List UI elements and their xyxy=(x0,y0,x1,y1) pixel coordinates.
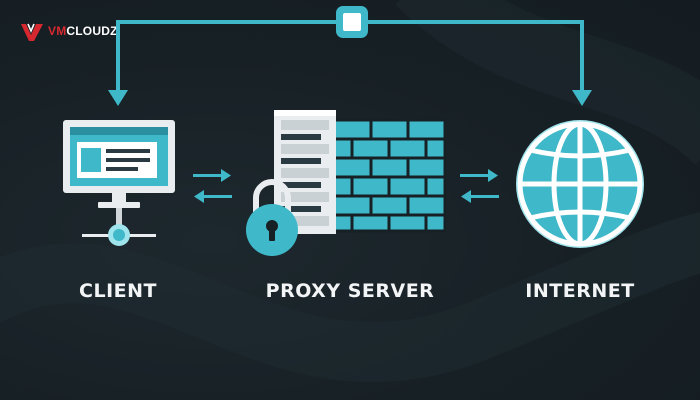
monitor-icon xyxy=(63,120,175,246)
arrow-down-client-icon xyxy=(108,90,128,106)
exchange-arrows-left-icon xyxy=(193,169,232,203)
node-label-client: CLIENT xyxy=(79,280,157,302)
exchange-arrows-right-icon xyxy=(460,169,499,203)
brand-logo: VMCLOUDZ xyxy=(20,20,118,42)
arrow-down-internet-icon xyxy=(572,90,592,106)
node-label-internet: INTERNET xyxy=(525,280,635,302)
globe-icon xyxy=(516,120,644,248)
node-label-proxy: PROXY SERVER xyxy=(265,280,435,302)
vm-logo-icon xyxy=(21,23,43,41)
connection-node-icon xyxy=(336,6,368,38)
server-firewall-icon xyxy=(246,110,447,256)
brand-name: VMCLOUDZ xyxy=(48,24,118,38)
